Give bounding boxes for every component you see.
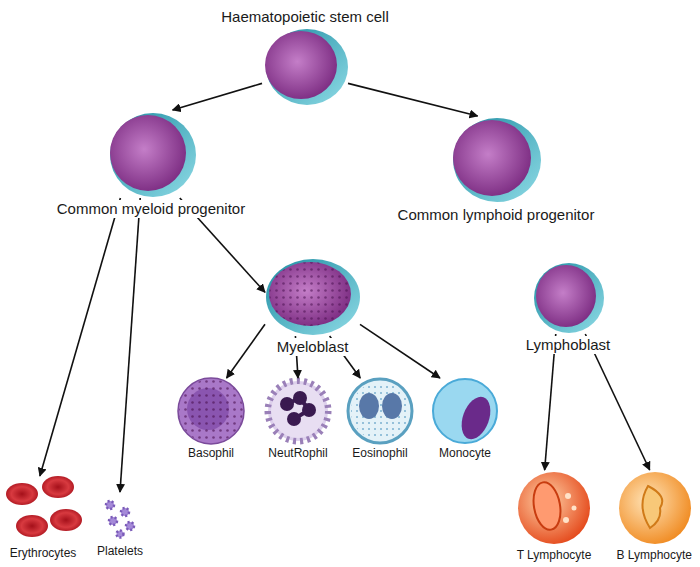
cell-node: Monocyte: [427, 378, 503, 444]
red-blood-cell: [6, 483, 38, 505]
cell-label: Myeloblast: [274, 338, 352, 356]
basophil-cell: [178, 378, 244, 444]
cell-node: Eosinophil: [342, 378, 418, 444]
red-blood-cell: [50, 509, 82, 531]
cell-membrane: [266, 29, 348, 105]
cell-label: B Lymphocyte: [613, 548, 695, 562]
red-blood-cell: [16, 515, 48, 537]
cell-label: Platelets: [94, 544, 146, 558]
arrow-connector: [173, 83, 262, 110]
cell-node: B Lymphocyte: [617, 470, 693, 546]
cell-membrane: [534, 263, 604, 333]
cell-membrane: [453, 118, 541, 202]
arrow-connector: [360, 324, 440, 378]
cell-label: NeutRophil: [265, 446, 330, 460]
cell-membrane: [110, 113, 196, 197]
t-lymphocyte-nucleus: [530, 480, 564, 532]
cell-label: Lymphoblast: [523, 336, 614, 354]
cell-label: Monocyte: [436, 446, 494, 460]
cell-nucleus: [269, 262, 351, 326]
cell-label: Common lymphoid progenitor: [395, 206, 598, 224]
platelet: [109, 517, 117, 525]
cell-label: T Lymphocyte: [514, 548, 595, 562]
cell-node: Common lymphoid progenitor: [450, 116, 542, 204]
cell-label: Basophil: [185, 446, 237, 460]
neutrophil-cytoplasm: [271, 384, 325, 438]
cell-label: Common myeloid progenitor: [54, 200, 248, 218]
cell-node: Common myeloid progenitor: [106, 110, 196, 198]
neutrophil-nucleus-link: [287, 398, 309, 419]
cell-node: T Lymphocyte: [515, 470, 593, 546]
platelet: [126, 522, 134, 530]
eosinophil-granules: [351, 382, 409, 440]
red-blood-cell: [42, 476, 74, 498]
eosinophil-nucleus-lobe: [382, 393, 402, 419]
arrow-connector: [585, 334, 649, 470]
b-lymphocyte-cell: [619, 472, 691, 544]
neutrophil-cell: [268, 381, 328, 441]
cell-granule: [572, 506, 577, 511]
cell-granule: [565, 493, 571, 499]
arrow-connector: [40, 198, 121, 476]
monocyte-cell: [433, 379, 497, 443]
cell-nucleus: [536, 265, 596, 327]
cell-granules: [269, 262, 351, 326]
arrow-connector: [227, 324, 265, 378]
platelet: [121, 508, 129, 516]
arrow-connector: [120, 198, 140, 492]
arrow-connector: [545, 334, 556, 470]
platelet: [117, 531, 124, 538]
cell-node: Erythrocytes: [4, 476, 82, 544]
cell-node: Lymphoblast: [532, 262, 604, 334]
platelet: [106, 501, 114, 509]
cell-nucleus: [265, 31, 337, 99]
eosinophil-cell: [348, 379, 412, 443]
cell-membrane: [266, 259, 360, 335]
cell-nucleus: [453, 120, 531, 196]
basophil-granules: [179, 379, 243, 443]
cell-node: Myeloblast: [265, 258, 360, 336]
cell-node: Platelets: [100, 492, 140, 542]
cell-label: Erythrocytes: [7, 546, 80, 560]
cell-node: Haematopoietic stem cell: [262, 28, 348, 106]
eosinophil-nucleus-lobe: [359, 393, 379, 419]
b-lymphocyte-nucleus: [642, 486, 662, 528]
cell-node: NeutRophil: [259, 378, 337, 444]
cell-granule: [563, 517, 569, 523]
cell-label: Eosinophil: [349, 446, 410, 460]
t-lymphocyte-cell: [518, 472, 590, 544]
cell-label: Haematopoietic stem cell: [218, 8, 392, 26]
cell-nucleus: [110, 115, 186, 191]
arrow-connector: [348, 83, 478, 116]
monocyte-nucleus: [456, 393, 495, 443]
cell-node: Basophil: [172, 378, 250, 444]
